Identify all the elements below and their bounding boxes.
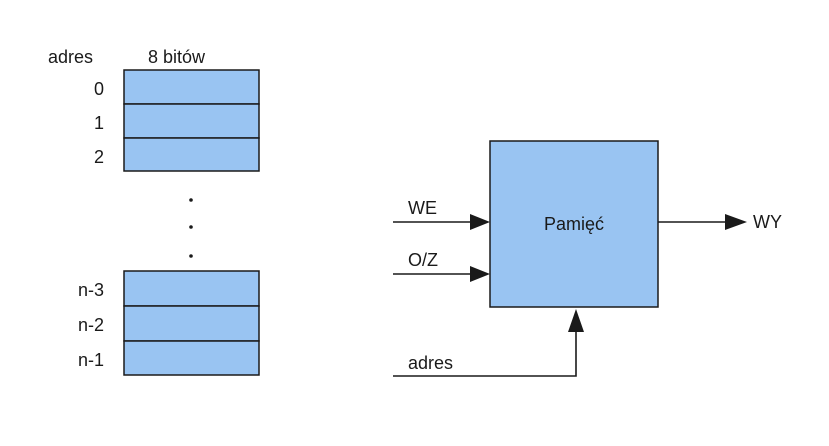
memory-cell-2	[123, 137, 260, 172]
width-column-header: 8 bitów	[148, 47, 206, 67]
oz-input-label: O/Z	[408, 250, 438, 270]
address-label-n-2: n-2	[78, 315, 104, 335]
memory-block-diagram: Pamięć WE O/Z WY adres	[393, 140, 782, 377]
memory-cells-bottom	[123, 270, 260, 376]
arrow-right-icon	[470, 214, 490, 230]
memory-table: adres 8 bitów 0 1 2 n-3 n-2 n-1	[48, 47, 260, 376]
memory-cell-n-1	[123, 340, 260, 376]
address-label-2: 2	[94, 147, 104, 167]
address-label-0: 0	[94, 79, 104, 99]
address-input-label: adres	[408, 353, 453, 373]
wy-output-label: WY	[753, 212, 782, 232]
memory-block	[489, 140, 659, 308]
arrow-right-icon	[470, 266, 490, 282]
address-label-1: 1	[94, 113, 104, 133]
we-input-label: WE	[408, 198, 437, 218]
wy-output-signal: WY	[658, 212, 782, 232]
vertical-ellipsis-icon	[189, 198, 193, 258]
oz-input-signal: O/Z	[393, 250, 490, 282]
memory-cell-0	[123, 69, 260, 105]
memory-cells-top	[123, 69, 260, 172]
arrow-right-icon	[725, 214, 747, 230]
address-input-signal: adres	[393, 309, 584, 377]
memory-cell-n-2	[123, 305, 260, 342]
memory-block-label: Pamięć	[544, 214, 604, 234]
address-label-n-1: n-1	[78, 350, 104, 370]
address-label-n-3: n-3	[78, 280, 104, 300]
address-column-header: adres	[48, 47, 93, 67]
memory-cell-1	[123, 103, 260, 139]
arrow-up-icon	[568, 309, 584, 332]
memory-cell-n-3	[123, 270, 260, 307]
we-input-signal: WE	[393, 198, 490, 230]
